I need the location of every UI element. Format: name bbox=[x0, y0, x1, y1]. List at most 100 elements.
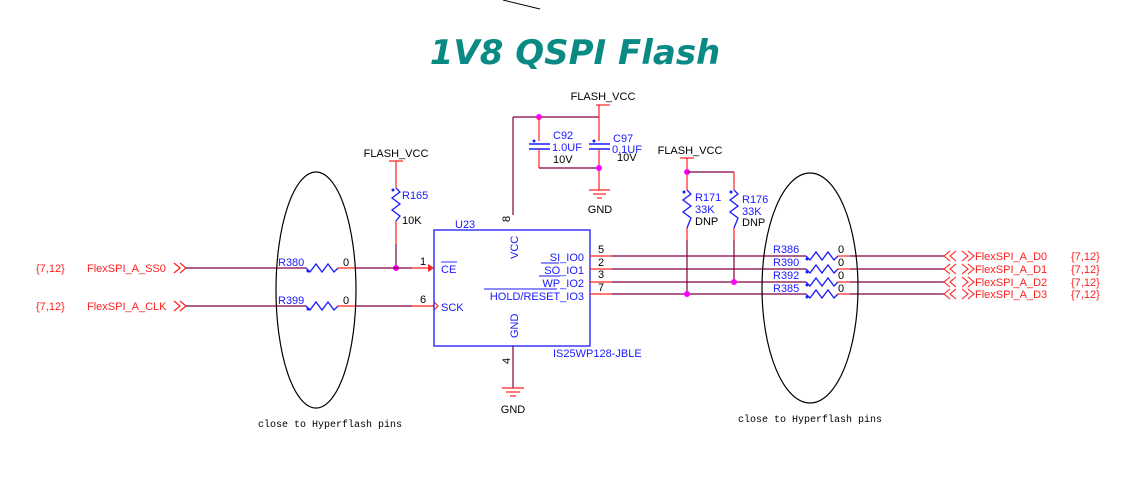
c97-ref: C97 bbox=[613, 133, 633, 145]
r171-ref: R171 bbox=[695, 192, 721, 204]
resistor-icon bbox=[681, 189, 693, 229]
r399-value: 0 bbox=[343, 295, 349, 307]
resistor-icon bbox=[305, 262, 339, 274]
pin-name-vcc: VCC bbox=[509, 236, 521, 259]
ic-u23[interactable]: U23 IS25WP128-JBLE CE SCK VCC 8 GND 4 GN… bbox=[433, 216, 642, 416]
clock-pin-icon bbox=[433, 301, 439, 311]
polarity-dot bbox=[592, 139, 596, 143]
pin-num-io3: 7 bbox=[598, 282, 604, 294]
pin-num-io1: 2 bbox=[598, 257, 604, 269]
r176-ref: R176 bbox=[742, 194, 768, 206]
port-net-d3[interactable]: FlexSPI_A_D3 bbox=[975, 289, 1047, 301]
port-sheet-ss0: {7,12} bbox=[36, 263, 65, 275]
port-net-d2[interactable]: FlexSPI_A_D2 bbox=[975, 277, 1047, 289]
pin1-dot bbox=[805, 283, 809, 287]
pin-name-io0: SI_IO0 bbox=[550, 252, 584, 264]
stray-line bbox=[502, 0, 541, 10]
pin1-dot bbox=[805, 257, 809, 261]
port-net-ss0[interactable]: FlexSPI_A_SS0 bbox=[87, 263, 166, 275]
pin1-dot bbox=[682, 190, 686, 194]
pin1-dot bbox=[306, 307, 310, 311]
r399-ref: R399 bbox=[278, 295, 304, 307]
port-sheet-d0: {7,12} bbox=[1071, 251, 1100, 263]
bidir-port-icon bbox=[943, 288, 975, 300]
bidir-port-icon bbox=[943, 263, 975, 275]
resistor-icon bbox=[305, 300, 339, 312]
note-left: close to Hyperflash pins bbox=[258, 419, 402, 431]
pin-name-io1: SO_IO1 bbox=[544, 265, 584, 277]
c92-ref: C92 bbox=[553, 130, 573, 142]
pin-name-io3: HOLD/RESET_IO3 bbox=[490, 291, 584, 303]
r380-value: 0 bbox=[343, 257, 349, 269]
gnd-label-ic: GND bbox=[501, 404, 526, 416]
bidir-port-icon bbox=[943, 250, 975, 262]
resistor-icon bbox=[805, 250, 839, 262]
pin1-dot bbox=[391, 188, 395, 192]
right-signals: 5 2 3 7 FLASH_VCC R171 33K DNP R176 33K … bbox=[590, 145, 1100, 404]
r380-ref: R380 bbox=[278, 257, 304, 269]
page-title: 1V8 QSPI Flash bbox=[430, 33, 721, 73]
r390-ref: R390 bbox=[773, 257, 799, 269]
junction bbox=[731, 279, 737, 285]
gnd-label-caps: GND bbox=[588, 204, 613, 216]
port-sheet-d1: {7,12} bbox=[1071, 264, 1100, 276]
r390-value: 0 bbox=[838, 257, 844, 269]
pin-name-sck: SCK bbox=[441, 302, 464, 314]
pin1-dot bbox=[729, 190, 733, 194]
r385-ref: R385 bbox=[773, 283, 799, 295]
r171-value: 33K bbox=[695, 204, 715, 216]
c92-voltage: 10V bbox=[553, 154, 573, 166]
polarity-dot bbox=[532, 139, 536, 143]
port-net-d1[interactable]: FlexSPI_A_D1 bbox=[975, 264, 1047, 276]
r171-note: DNP bbox=[695, 216, 718, 228]
left-signals: {7,12} FlexSPI_A_SS0 R380 0 1 {7,12} Fle… bbox=[36, 171, 439, 409]
r165-ref: R165 bbox=[402, 190, 428, 202]
pin-name-io2: WP_IO2 bbox=[542, 278, 584, 290]
r385-value: 0 bbox=[838, 283, 844, 295]
pin-num-vcc: 8 bbox=[501, 216, 513, 222]
placement-ellipse-right bbox=[761, 172, 859, 404]
resistor-icon bbox=[728, 189, 740, 229]
r176-value: 33K bbox=[742, 206, 762, 218]
bidir-port-icon bbox=[943, 276, 975, 288]
vcc-label-r165: FLASH_VCC bbox=[364, 148, 429, 160]
resistor-icon bbox=[805, 276, 839, 288]
r386-ref: R386 bbox=[773, 244, 799, 256]
r165-value: 10K bbox=[402, 215, 422, 227]
decoupling-section: FLASH_VCC C92 1.0UF 10V C97 0.1UF 10V GN… bbox=[512, 91, 642, 216]
ic-ref: U23 bbox=[455, 219, 475, 231]
r176-note: DNP bbox=[742, 217, 765, 229]
port-net-clk[interactable]: FlexSPI_A_CLK bbox=[87, 301, 167, 313]
c97-value: 0.1UF bbox=[612, 144, 642, 156]
resistor-icon bbox=[805, 288, 839, 300]
c92-value: 1.0UF bbox=[552, 142, 582, 154]
r165-pullup: FLASH_VCC R165 10K bbox=[364, 148, 429, 271]
pin1-dot bbox=[805, 295, 809, 299]
pin-num-io2: 3 bbox=[598, 269, 604, 281]
c97-voltage: 10V bbox=[617, 152, 637, 164]
ic-part: IS25WP128-JBLE bbox=[553, 348, 642, 360]
resistor-icon bbox=[390, 187, 402, 222]
resistor-icon bbox=[805, 263, 839, 275]
port-sheet-d2: {7,12} bbox=[1071, 277, 1100, 289]
pin-num-gnd: 4 bbox=[501, 358, 513, 364]
port-arrow-icon bbox=[173, 300, 181, 312]
pin-num-sck: 6 bbox=[420, 294, 426, 306]
pin1-dot bbox=[306, 269, 310, 273]
r386-value: 0 bbox=[838, 244, 844, 256]
ground-icon bbox=[589, 189, 610, 199]
ground-icon bbox=[502, 387, 524, 397]
pin-name-ce: CE bbox=[441, 264, 456, 276]
input-pin-arrow-icon bbox=[428, 264, 434, 272]
r392-ref: R392 bbox=[773, 270, 799, 282]
vcc-label-pullups: FLASH_VCC bbox=[658, 145, 723, 157]
ic-body[interactable] bbox=[433, 229, 591, 347]
junction bbox=[596, 165, 602, 171]
pin1-dot bbox=[805, 270, 809, 274]
placement-ellipse-left bbox=[275, 171, 357, 409]
port-sheet-d3: {7,12} bbox=[1071, 289, 1100, 301]
port-net-d0[interactable]: FlexSPI_A_D0 bbox=[975, 251, 1047, 263]
pin-num-ce: 1 bbox=[420, 256, 426, 268]
vcc-label-caps: FLASH_VCC bbox=[571, 91, 636, 103]
